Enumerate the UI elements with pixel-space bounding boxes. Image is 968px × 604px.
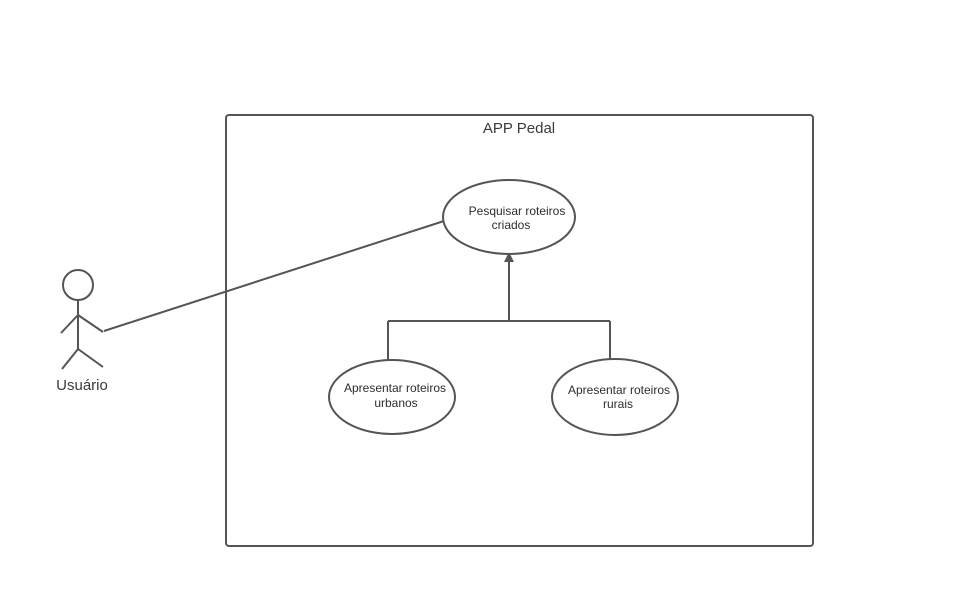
actor-usuario[interactable] [60,269,104,370]
use-case-rural-line1: Apresentar roteiros [568,383,670,397]
use-case-urban[interactable]: Apresentar roteiros urbanos [328,359,456,435]
system-title: APP Pedal [483,120,555,137]
use-case-rural-line2: rurais [603,397,633,411]
actor-right-arm [77,314,104,333]
actor-head [62,269,94,301]
use-case-rural[interactable]: Apresentar roteiros rurais [551,358,679,436]
actor-right-leg [77,348,104,368]
use-case-search-line1: Pesquisar roteiros [469,204,566,218]
actor-left-leg [61,348,79,370]
use-case-urban-line2: urbanos [374,396,417,410]
use-case-urban-line1: Apresentar roteiros [344,381,446,395]
actor-label: Usuário [56,377,108,394]
system-boundary[interactable] [225,114,814,547]
actor-left-arm [60,314,79,334]
association-line[interactable] [103,220,445,332]
use-case-search[interactable]: Pesquisar roteiros criados [442,179,576,255]
use-case-search-line2: criados [492,218,531,232]
